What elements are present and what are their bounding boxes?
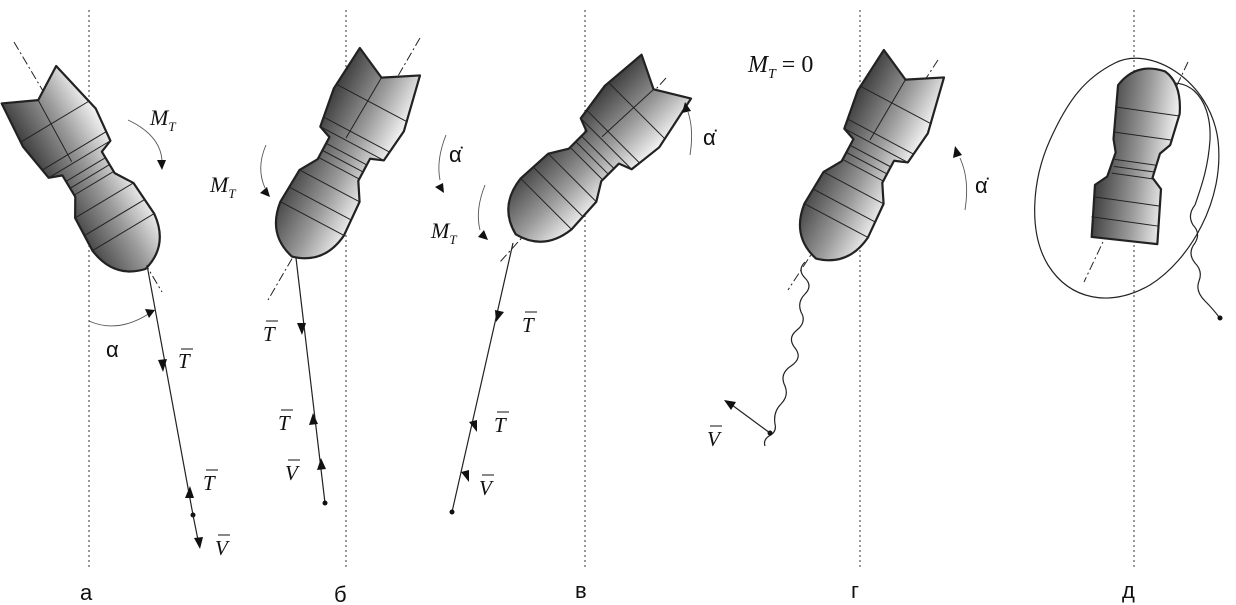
panel-v: MT α̇ T T V	[430, 47, 717, 515]
moment-label-v: MT	[430, 218, 457, 247]
caption-b: б	[334, 582, 347, 605]
panel-a: MT α T T V	[0, 41, 230, 560]
alpha-rate-arrow-v	[682, 102, 691, 113]
alpha-rate-label-v: α̇	[703, 125, 717, 150]
panel-g: MT= 0 α̇ V	[707, 43, 989, 451]
moment-arrow-v	[478, 230, 488, 240]
caption-v: в	[575, 578, 587, 603]
tension-label-b2: T	[278, 411, 291, 435]
alpha-rate-label-b: α̇	[449, 142, 463, 167]
tension-arrow-end-b2	[317, 458, 326, 470]
alpha-rate-arrow-b	[435, 183, 444, 193]
tension-label-a2: T	[203, 471, 216, 495]
wavy-tether-d	[1189, 204, 1220, 318]
alpha-rate-arc-v	[687, 111, 693, 156]
tension-arrow-end-v1	[469, 420, 477, 432]
tension-label-a1: T	[178, 349, 191, 373]
caption-a: а	[80, 580, 93, 605]
tension-arrow-v	[495, 310, 504, 322]
moment-zero-label: MT= 0	[747, 52, 813, 82]
tether-a	[146, 264, 194, 516]
velocity-label-b: V	[285, 461, 300, 485]
alpha-rate-label-g: α̇	[975, 173, 989, 198]
velocity-label-g: V	[707, 427, 722, 451]
tension-arrow-a	[158, 359, 167, 372]
velocity-arrow-g	[724, 400, 736, 410]
velocity-vector-g	[731, 404, 771, 434]
tension-label-v2: T	[494, 413, 507, 437]
velocity-arrow-a	[194, 537, 203, 549]
tether-v	[451, 242, 514, 513]
caption-d: д	[1122, 578, 1135, 603]
alpha-rate-arrow-g	[953, 146, 962, 158]
tension-label-b1: T	[263, 322, 276, 346]
tension-arrow-end-b1	[309, 413, 318, 425]
wavy-tether-g	[763, 261, 810, 447]
tension-label-v1: T	[522, 313, 535, 337]
spacecraft-body-g	[777, 43, 956, 279]
tether-loop-outer	[1034, 57, 1220, 299]
velocity-label-v: V	[479, 476, 494, 500]
moment-arc-v	[477, 184, 486, 231]
spacecraft-body-b	[253, 41, 432, 277]
tension-arrow-b	[297, 323, 306, 335]
tension-arrow-end-a	[185, 486, 194, 498]
moment-arc-a	[127, 119, 163, 161]
alpha-label: α	[106, 337, 119, 362]
caption-g: г	[851, 578, 859, 603]
velocity-label-a: V	[215, 536, 230, 560]
moment-arrow-a	[157, 160, 166, 170]
moment-arc-b	[260, 144, 267, 189]
moment-arrow-b	[260, 187, 270, 197]
alpha-rate-arc-b	[438, 134, 447, 181]
spacecraft-body-a	[0, 58, 181, 292]
alpha-arc	[88, 312, 151, 327]
tension-arrow-end-v2	[461, 470, 469, 482]
alpha-rate-arc-g	[959, 157, 968, 211]
moment-label-a: MT	[149, 105, 176, 134]
spacecraft-body-v	[484, 47, 701, 264]
moment-label-b: MT	[209, 172, 236, 201]
alpha-arrow	[145, 309, 155, 318]
panel-d	[1034, 57, 1223, 321]
panel-b: MT α̇ T T V	[209, 37, 463, 506]
spacecraft-body-d	[1086, 61, 1187, 248]
